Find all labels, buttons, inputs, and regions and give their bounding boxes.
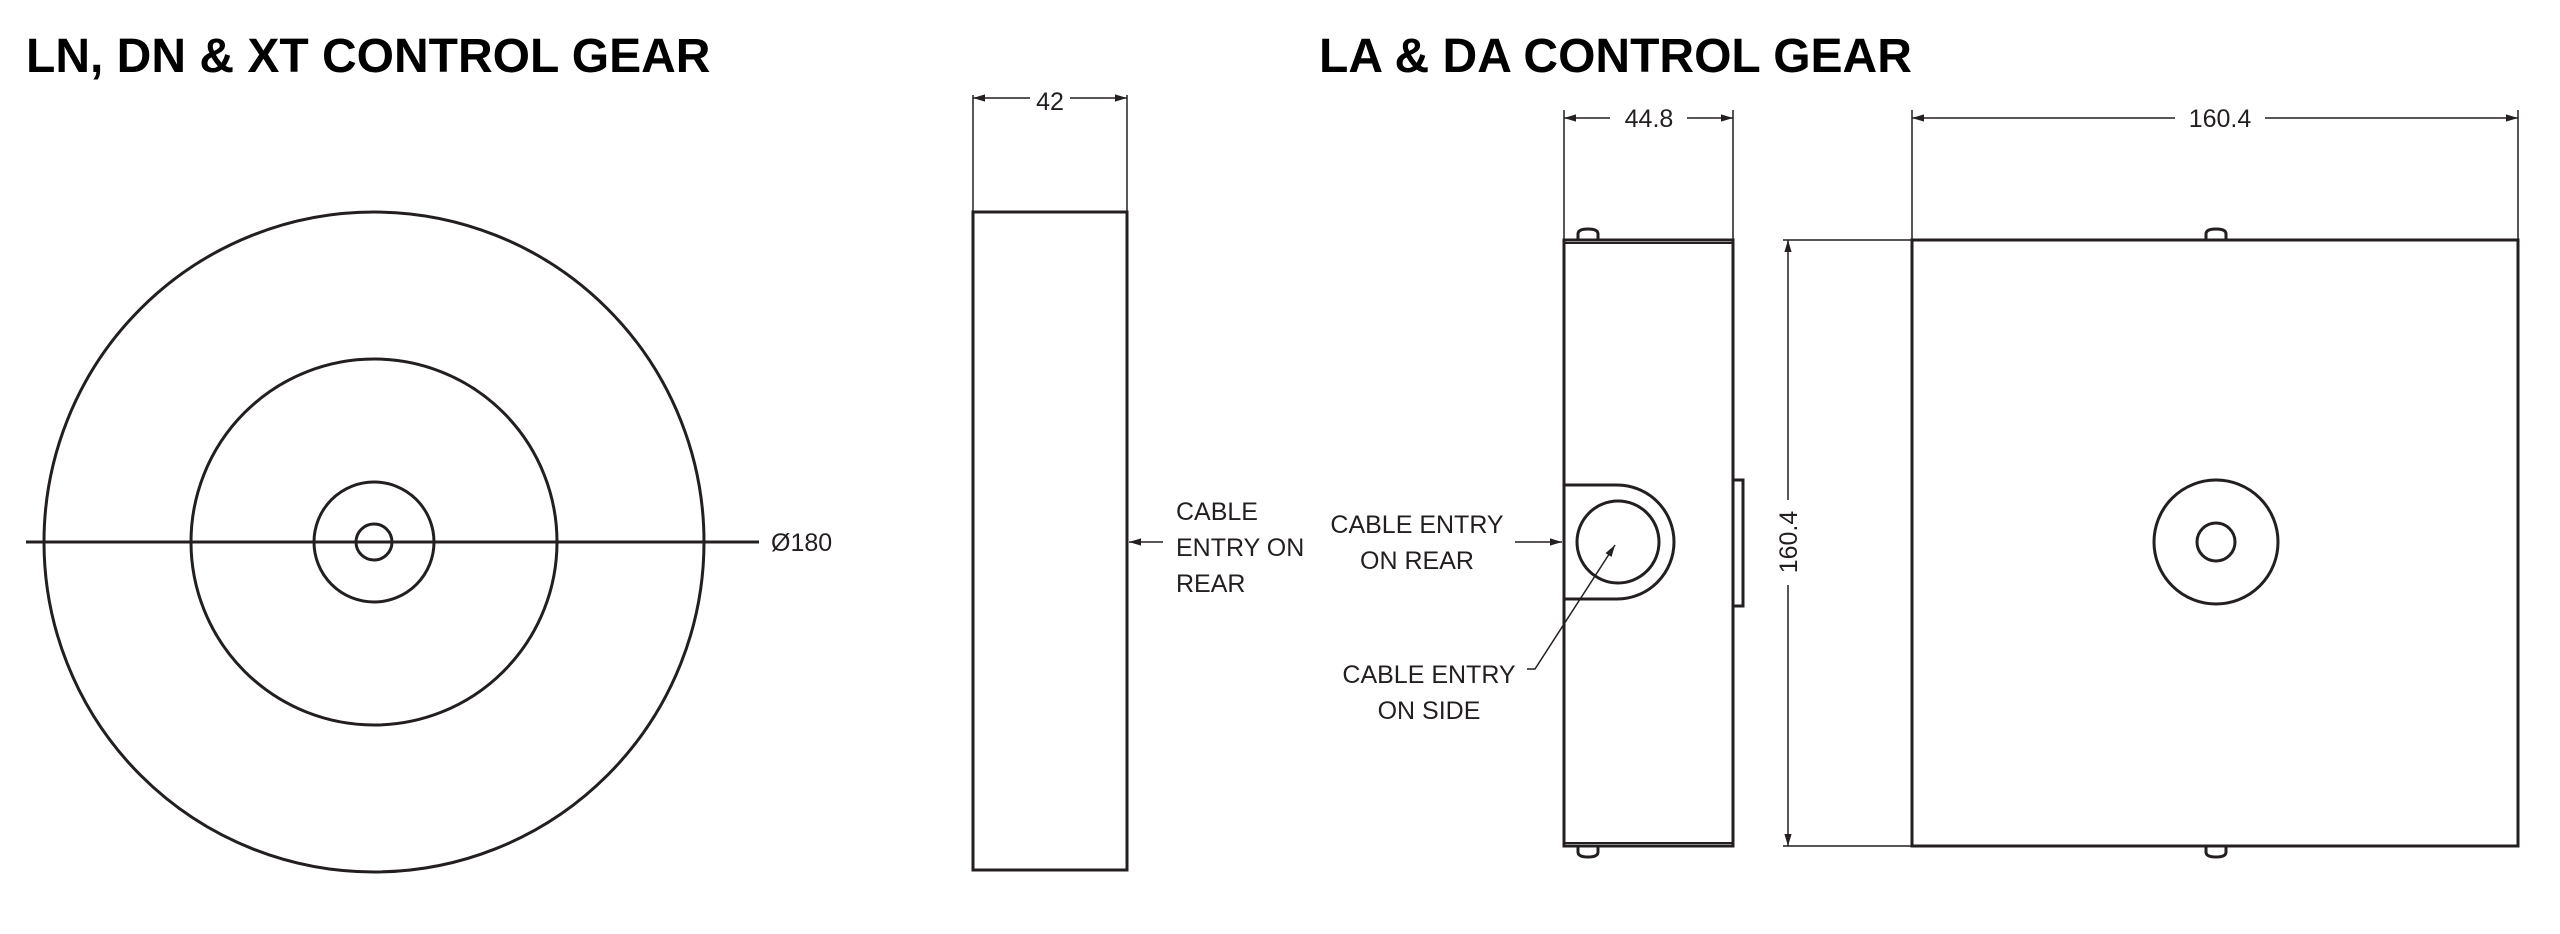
cable-entry-line-3: REAR bbox=[1176, 570, 1245, 598]
front-center-hole bbox=[2195, 521, 2237, 563]
front-boss-circle bbox=[2152, 478, 2280, 606]
box-side-profile bbox=[1562, 238, 1735, 848]
box-gear-front-view bbox=[1910, 110, 2520, 859]
left-section-title: LN, DN & XT CONTROL GEAR bbox=[26, 30, 710, 83]
side-entry-leader bbox=[1527, 544, 1616, 670]
bottom-mount-knob bbox=[2204, 846, 2228, 859]
top-mount-knob bbox=[1576, 227, 1600, 240]
side-cable-gland bbox=[1564, 483, 1676, 601]
box-front-face bbox=[1910, 238, 2520, 848]
side-entry-line-2: ON SIDE bbox=[1378, 697, 1481, 725]
cable-entry-line-2: ENTRY ON bbox=[1176, 534, 1304, 562]
bottom-mount-knob bbox=[1576, 846, 1600, 859]
round-gear-front-view bbox=[26, 210, 759, 874]
height-label: 160.4 bbox=[1775, 511, 1803, 574]
box-gear-side-view bbox=[1515, 110, 1745, 859]
cable-entry-line-1: CABLE bbox=[1176, 498, 1258, 526]
height-dimension bbox=[1783, 239, 1912, 847]
rear-entry-line-2: ON REAR bbox=[1360, 547, 1474, 575]
depth-label: 42 bbox=[1036, 88, 1064, 116]
side-cable-hole bbox=[1575, 499, 1661, 585]
rear-entry-line-1: CABLE ENTRY bbox=[1330, 511, 1504, 539]
round-gear-side-view bbox=[971, 94, 1163, 872]
top-mount-knob bbox=[2204, 227, 2228, 240]
box-depth-label: 44.8 bbox=[1625, 105, 1674, 133]
side-entry-line-1: CABLE ENTRY bbox=[1342, 661, 1516, 689]
right-section-title: LA & DA CONTROL GEAR bbox=[1319, 30, 1912, 83]
side-profile bbox=[971, 210, 1129, 872]
rear-boss bbox=[1731, 478, 1745, 608]
width-label: 160.4 bbox=[2189, 105, 2252, 133]
diameter-label: Ø180 bbox=[771, 529, 832, 557]
